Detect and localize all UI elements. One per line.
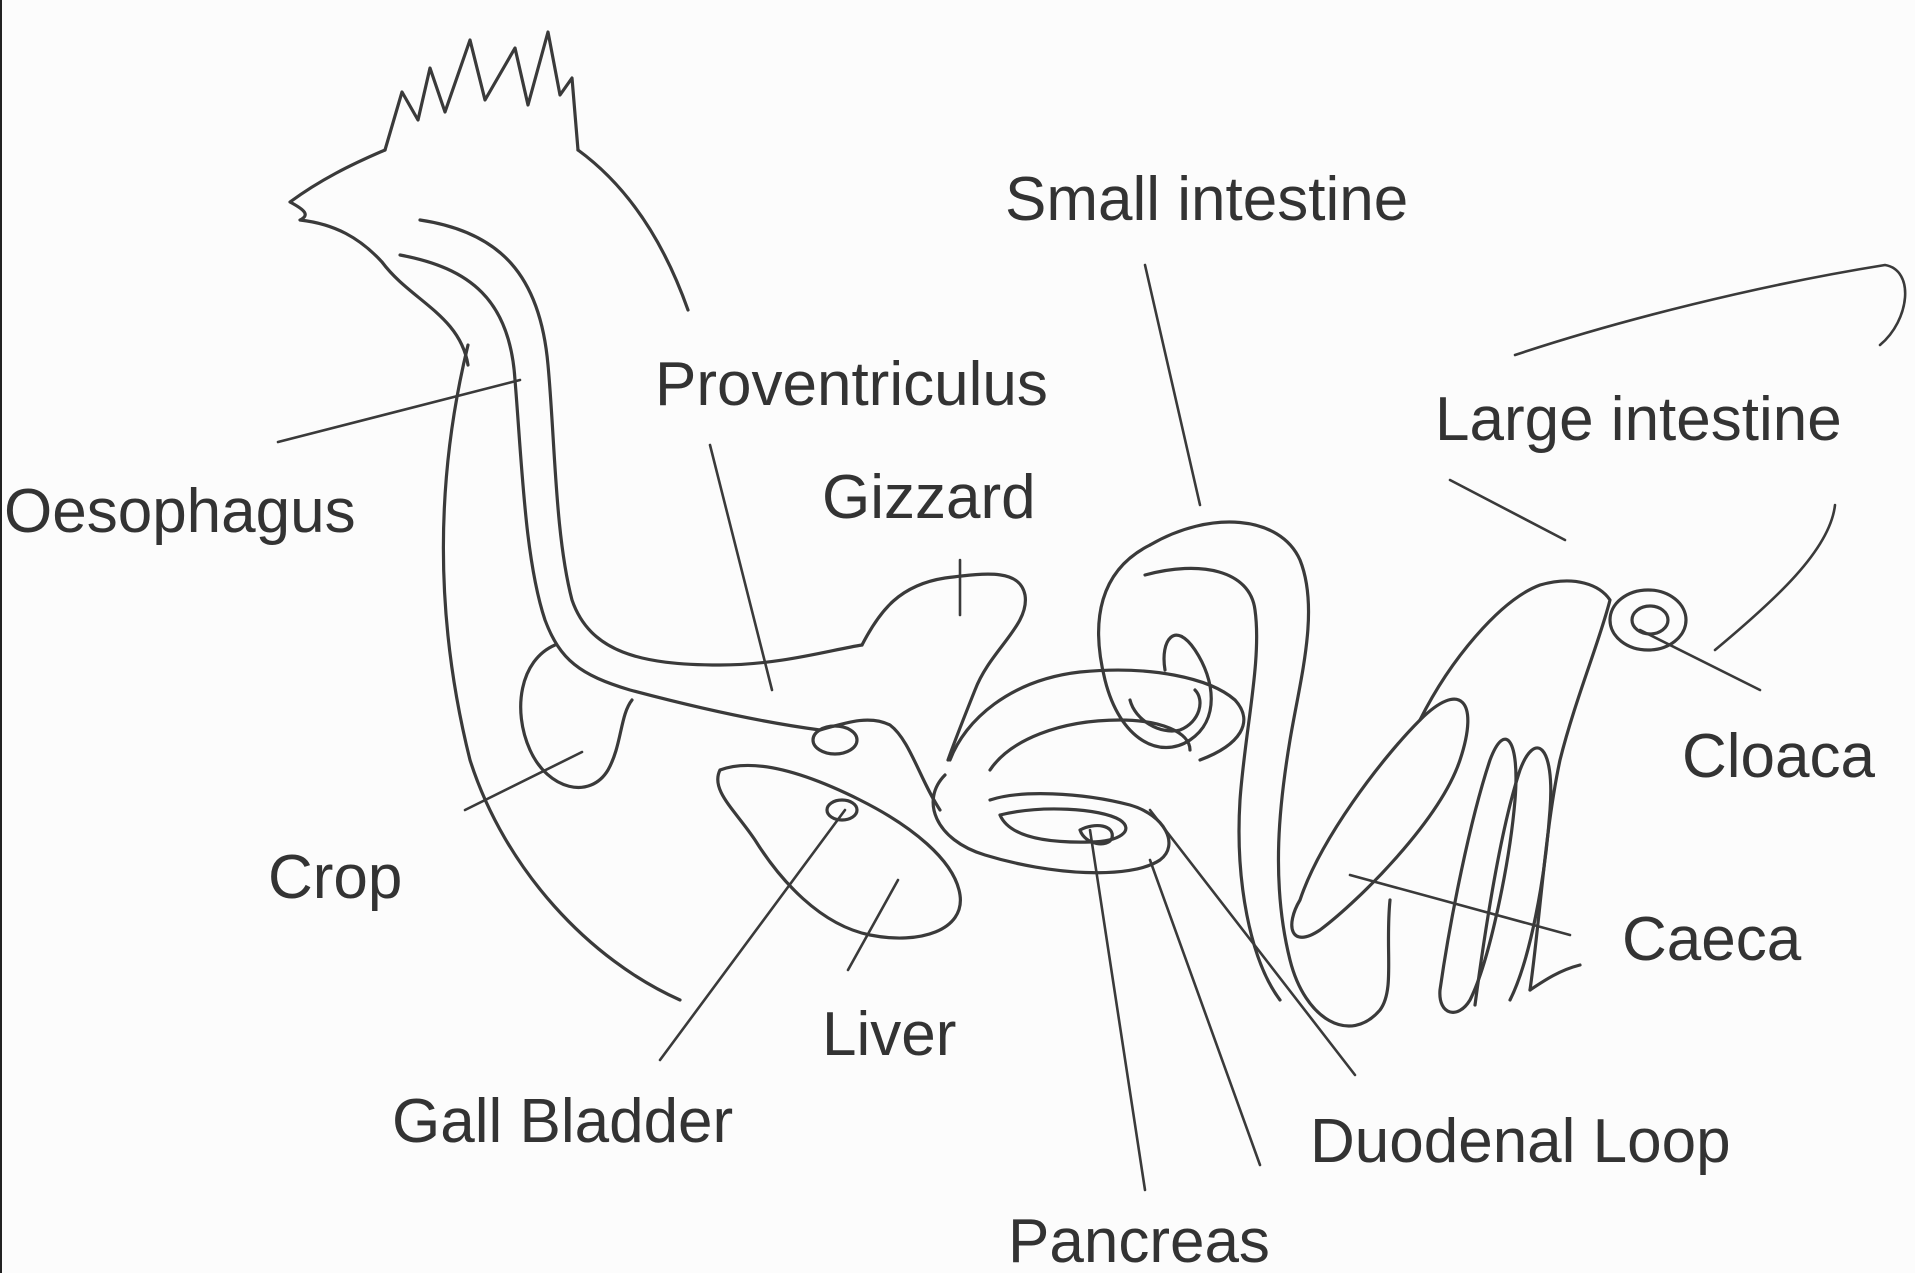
- gizzard-outline: [862, 574, 1025, 760]
- label-oesophagus: Oesophagus: [4, 477, 356, 546]
- gall-bladder-leader: [660, 810, 845, 1060]
- duodenal-lower-loop: [933, 775, 1169, 873]
- small-intestine-leader: [1145, 265, 1200, 505]
- duodenal-loop-inner: [990, 720, 1190, 770]
- proventriculus-bulb: [813, 726, 857, 754]
- oesophagus-inner-wall: [400, 255, 820, 730]
- label-crop: Crop: [268, 843, 402, 912]
- duodenal-lower-inner: [1000, 809, 1126, 842]
- label-gall-bladder: Gall Bladder: [392, 1087, 733, 1156]
- large-intestine-upper-leader: [1515, 265, 1905, 355]
- comb-outline: [385, 32, 578, 150]
- liver-outline: [718, 765, 961, 938]
- gall-bladder-shape: [827, 800, 857, 820]
- label-liver: Liver: [822, 1000, 956, 1069]
- small-intestine-coil-inner: [1145, 568, 1280, 1000]
- proventriculus-leader: [710, 445, 772, 690]
- pancreas-leader: [1090, 830, 1145, 1190]
- caeca-tail: [1530, 965, 1580, 990]
- label-pancreas: Pancreas: [1008, 1207, 1270, 1273]
- label-proventriculus: Proventriculus: [655, 350, 1048, 419]
- label-gizzard: Gizzard: [822, 463, 1036, 532]
- head-outline: [290, 150, 468, 365]
- intestines: [933, 522, 1686, 1026]
- proventriculus-connector: [820, 720, 940, 810]
- oesophagus-leader: [278, 380, 520, 442]
- duodenal-loop-outer: [950, 670, 1244, 760]
- body-front-outline: [443, 345, 680, 1000]
- label-large-intestine: Large intestine: [1435, 385, 1842, 454]
- liver-leader: [848, 880, 898, 970]
- small-intestine-coil-outer: [1150, 522, 1390, 1026]
- cloaca-tail-line: [1715, 505, 1835, 650]
- cloaca-outer-ring: [1610, 590, 1686, 650]
- label-caeca: Caeca: [1622, 905, 1802, 974]
- caeca-loop-3: [1475, 748, 1551, 1005]
- crop-leader: [465, 752, 582, 810]
- neck-back-outline: [578, 150, 688, 310]
- pancreas-second-leader: [1150, 860, 1260, 1165]
- label-cloaca: Cloaca: [1682, 722, 1876, 791]
- label-duodenal-loop: Duodenal Loop: [1310, 1107, 1731, 1176]
- cloaca-leader: [1640, 630, 1760, 690]
- label-small-intestine: Small intestine: [1005, 165, 1408, 234]
- oesophagus-outer-wall: [420, 220, 862, 665]
- large-intestine-leader: [1450, 480, 1565, 540]
- stomach-liver: [718, 574, 1026, 938]
- caeca-loop-1: [1292, 699, 1468, 937]
- oesophagus-crop: [400, 220, 862, 787]
- cloaca-inner-ring: [1632, 606, 1668, 634]
